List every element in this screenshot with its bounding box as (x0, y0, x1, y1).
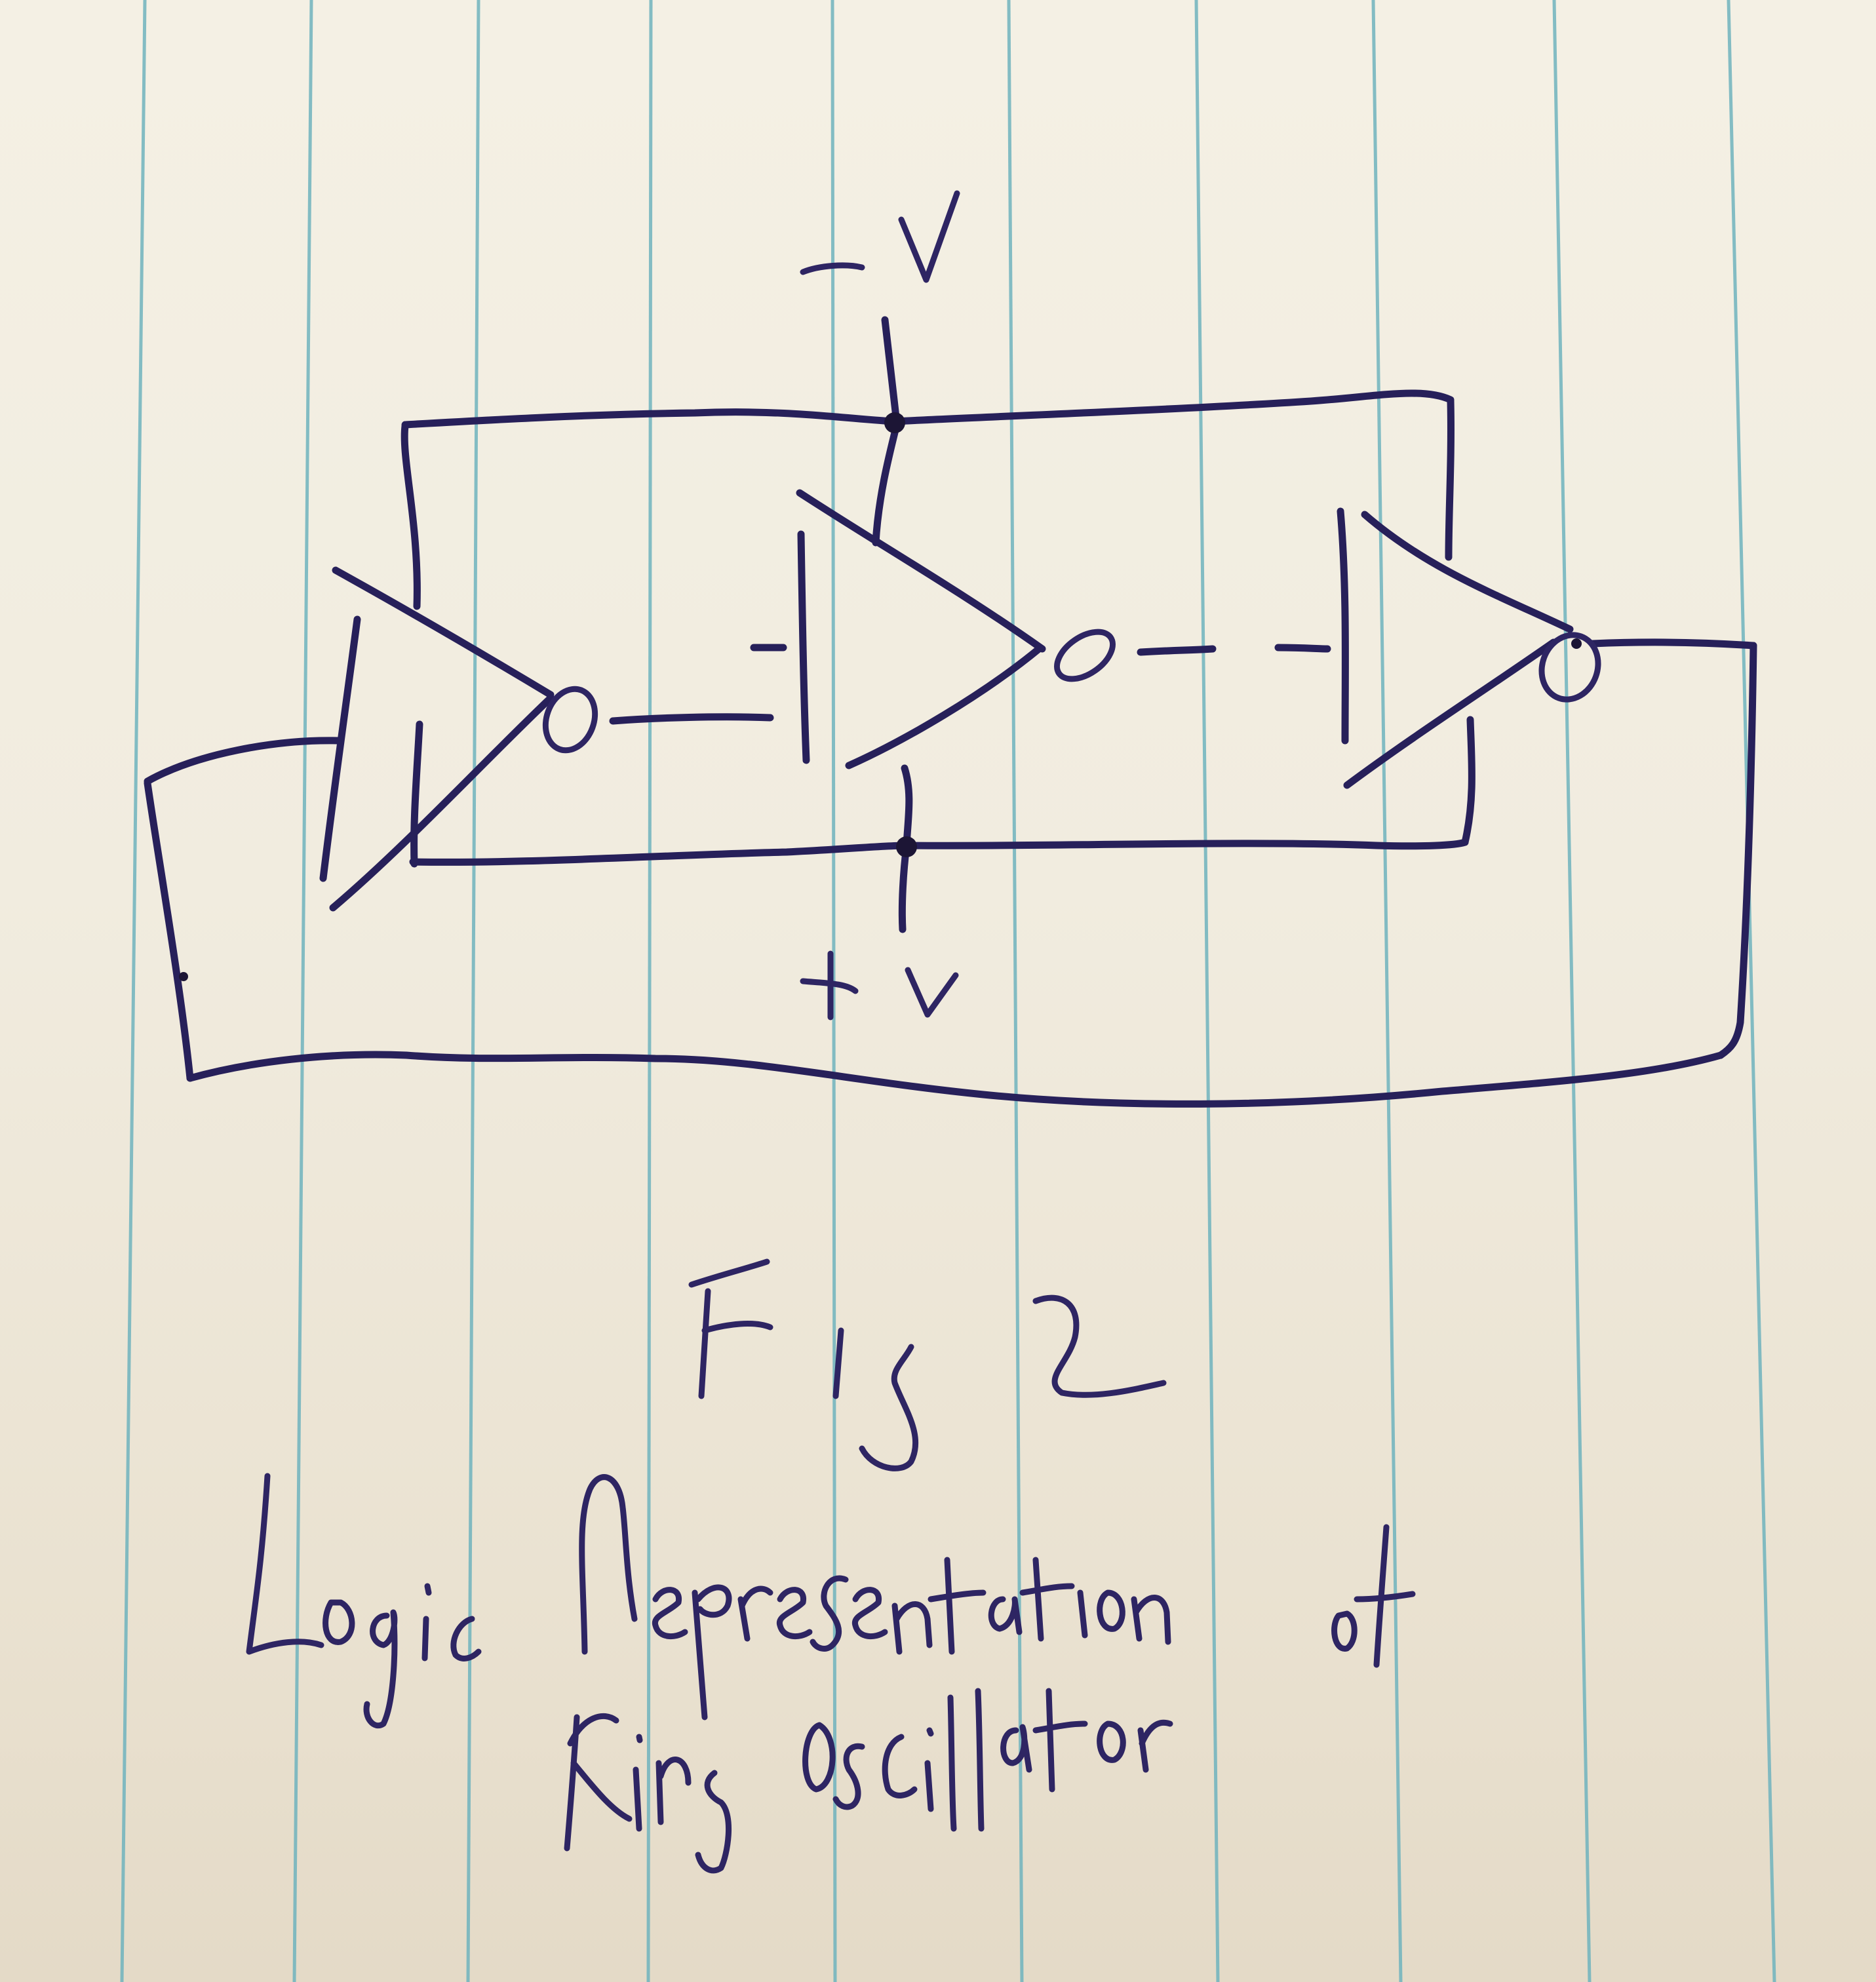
gate2-out-wire (1137, 645, 1217, 656)
gate3-back-wire (1337, 507, 1349, 745)
gate2-top-stub-wire (872, 421, 901, 547)
osc-a-stroke (1000, 1724, 1032, 1773)
feedback-right-wire (1717, 642, 1757, 1059)
gate1-in-wire (144, 737, 342, 785)
rule-line (646, 0, 653, 1982)
gate3-in-wire (1274, 644, 1331, 653)
inverter-1-bubble (542, 686, 598, 754)
wires (144, 190, 1757, 1874)
osc-s-stroke (832, 1743, 865, 1810)
bottom-rail-left-rise-wire (410, 720, 423, 868)
pos-supply-plus-h-stroke (800, 978, 859, 994)
top-rail-right-drop-wire (1445, 397, 1455, 561)
pos-supply-junction (896, 836, 917, 857)
rule-line (1727, 0, 1776, 1982)
gate3-bottom-wire (1343, 638, 1557, 789)
feedback-left-dot (179, 972, 188, 981)
logic-L-stroke (246, 1473, 324, 1655)
of-o-stroke (1331, 1610, 1358, 1652)
rep-a-stroke (988, 1596, 1023, 1635)
rep-n2-stroke (1131, 1595, 1171, 1645)
gate3-output-junction (1571, 638, 1582, 649)
rule-line (1552, 0, 1592, 1982)
rep-R-stroke (579, 1474, 638, 1655)
ring-i-stroke (633, 1734, 643, 1832)
junction-dots (179, 412, 1582, 981)
inverter-bubbles (542, 629, 1601, 754)
rule-line (292, 0, 313, 1982)
gate2-top-wire (796, 489, 1046, 653)
pos-supply-v-stroke (905, 967, 959, 1018)
inverter-2-bubble (1054, 629, 1116, 682)
rep-n-stroke (891, 1601, 933, 1655)
top-rail-wire (401, 389, 1455, 429)
osc-l1-stroke (947, 1694, 957, 1832)
osc-l2-stroke (975, 1688, 985, 1832)
osc-o-stroke (1097, 1720, 1126, 1763)
ring-n-stroke (655, 1757, 692, 1825)
fig-F-stroke (688, 1258, 773, 1399)
gate1-back-wire (319, 615, 361, 882)
fig-2-stroke (1032, 1294, 1167, 1398)
ring-g-stroke (695, 1770, 732, 1874)
rep-e-stroke (652, 1587, 688, 1640)
gate1-bottom-wire (329, 694, 555, 912)
osc-r-stroke (1137, 1719, 1173, 1773)
neg-supply-junction (884, 412, 905, 433)
neg-supply-minus-stroke (800, 262, 865, 275)
inverter-3-bubble (1538, 632, 1601, 703)
osc-t-stroke (1032, 1688, 1088, 1793)
feedback-left-wire (144, 779, 194, 1082)
fig-g-stroke (859, 1344, 919, 1471)
pos-supply-stub-wire (898, 842, 910, 933)
ring-R-stroke (564, 1713, 633, 1852)
gate3-out-wire (1589, 638, 1757, 650)
rep-r-stroke (737, 1585, 773, 1642)
rule-line (1371, 0, 1403, 1982)
osc-c-stroke (882, 1734, 918, 1798)
of-f-stroke (1354, 1524, 1416, 1668)
top-rail-left-drop-wire (401, 422, 421, 610)
rep-t2-stroke (1019, 1557, 1075, 1642)
rep-e2-stroke (776, 1587, 813, 1640)
gate3-top-wire (1361, 511, 1574, 633)
gate1-top-wire (332, 566, 555, 699)
gate2-back-wire (797, 530, 810, 764)
fig-i-stroke (832, 1327, 844, 1399)
rule-line (466, 0, 480, 1982)
logic-o-stroke (322, 1599, 355, 1645)
bottom-rail-main-wire (409, 838, 1469, 866)
rep-s-stroke (810, 1575, 849, 1652)
rule-line (1194, 0, 1220, 1982)
gate1-out-wire (609, 713, 774, 725)
logic-i-stroke (421, 1583, 432, 1661)
rep-i2-stroke (1077, 1589, 1088, 1639)
osc-i-stroke (924, 1727, 934, 1812)
logic-g-stroke (363, 1609, 398, 1728)
gate2-bottom-wire (845, 645, 1043, 769)
neg-supply-v-stroke (898, 190, 960, 283)
rule-line (1007, 0, 1024, 1982)
rep-o-stroke (1097, 1589, 1125, 1632)
logic-c-stroke (450, 1616, 482, 1661)
rep-p-stroke (692, 1584, 732, 1720)
gate2-bottom-stub-wire (901, 764, 913, 849)
neg-supply-stub-wire (881, 316, 901, 427)
osc-O-stroke (802, 1722, 836, 1793)
feedback-bottom-wire (186, 1051, 1725, 1108)
rep-t-stroke (928, 1557, 987, 1655)
bottom-rail-right-rise-wire (1461, 716, 1475, 846)
rule-line (831, 0, 837, 1982)
rep-e3-stroke (851, 1587, 888, 1640)
rule-line (120, 0, 147, 1982)
